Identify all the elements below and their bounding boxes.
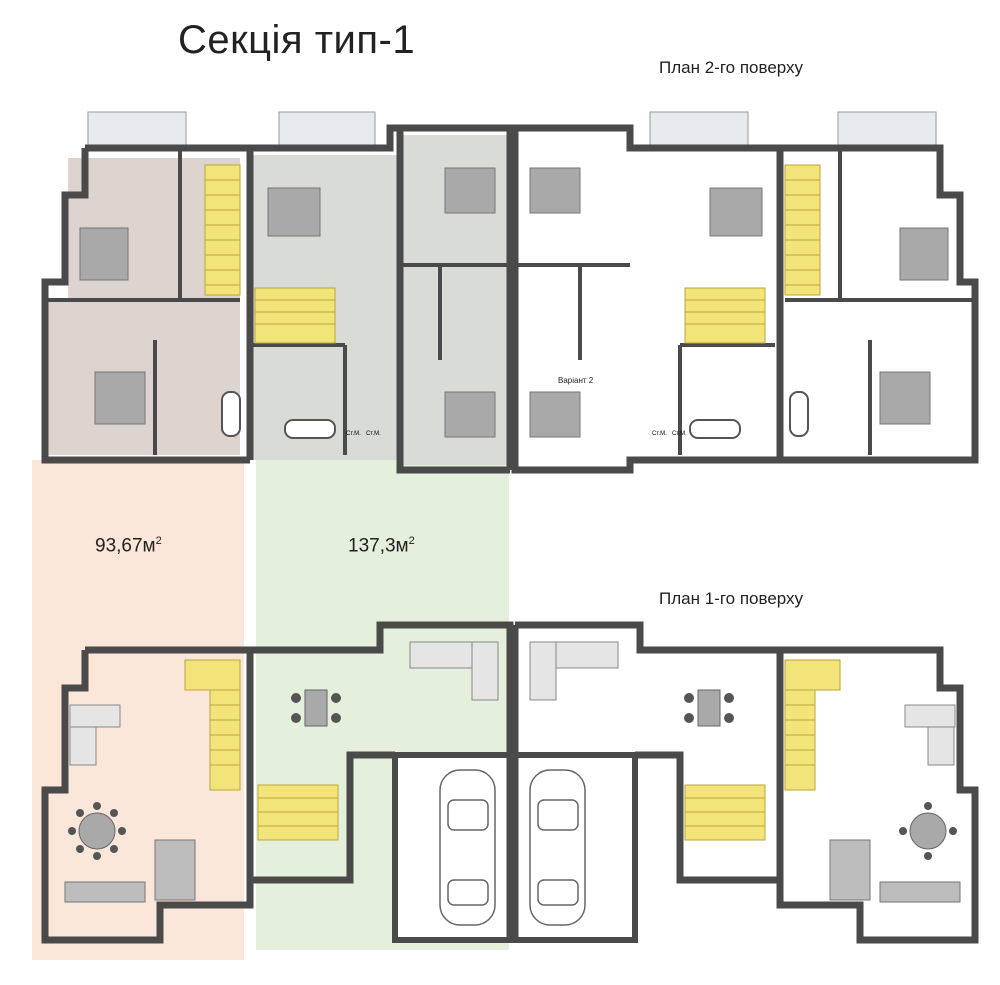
bathtubs (221, 391, 809, 439)
floor2-walls (41, 124, 979, 474)
area-label-left: 93,67м2 (95, 535, 162, 557)
dining-tables (78, 689, 947, 850)
stair-treads-1 (210, 704, 815, 827)
cars (439, 769, 586, 926)
fixture-label: Ст.М. (652, 431, 667, 437)
page-title: Секція тип-1 (178, 18, 416, 62)
fixture-label: Ст.М. (346, 431, 361, 437)
floor1-walls (41, 621, 979, 944)
kitchen-units (64, 839, 961, 903)
area-label-center: 137,3м2 (348, 535, 415, 557)
chairs (68, 693, 957, 860)
fixture-label: Ст.М. (672, 431, 687, 437)
balconies (87, 111, 937, 147)
beds (79, 167, 949, 438)
floor2-label: План 2-го поверху (659, 58, 804, 77)
floor1-label: План 1-го поверху (659, 589, 804, 608)
garages (392, 752, 638, 943)
floor2-interior-walls (45, 150, 975, 455)
stair-treads (205, 179, 820, 325)
variant-label: Варіант 2 (558, 376, 594, 385)
sofas (69, 641, 956, 766)
floor2-stairs (204, 164, 821, 344)
fixture-label: Ст.М. (366, 431, 381, 437)
